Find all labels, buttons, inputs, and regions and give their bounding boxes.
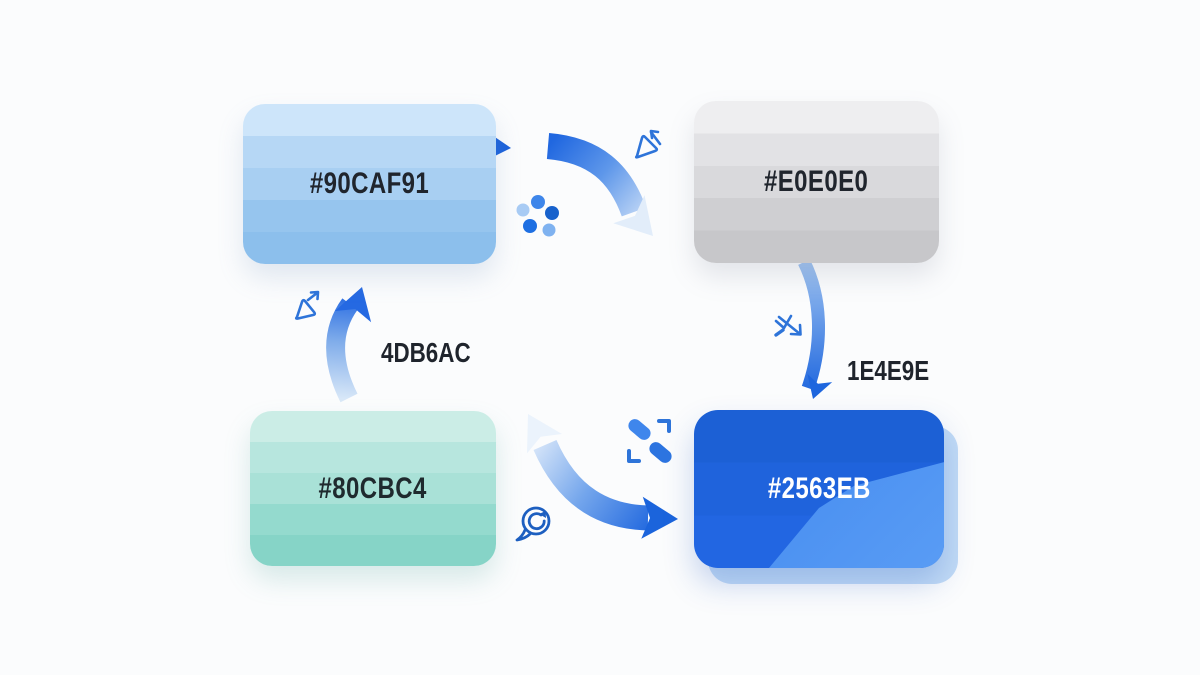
edge-label-right: 1E4E9E [847,355,930,386]
expand-pills-icon [627,419,672,463]
dots-cluster-icon [516,195,559,237]
edge-label-left: 4DB6AC [381,337,471,368]
arrow-left-up [326,287,372,403]
swatch-label: #90CAF91 [309,167,430,200]
arrow-right-down [798,259,833,399]
swatch-card-top-left: #90CAF91 [243,104,496,264]
image-swap-icon [634,129,662,159]
chat-sync-icon [515,506,551,542]
swatch-label: #2563EB [767,472,871,505]
swatch-label: #E0E0E0 [764,165,869,198]
arrow-bottom-double [526,414,678,539]
swap-arrow-icon [774,314,802,337]
image-export-icon [294,290,320,320]
swatch-card-top-right: #E0E0E0 [694,101,939,263]
swatch-card-bottom-left: #80CBC4 [250,411,496,566]
swatch-card-bottom-right: #2563EB [694,410,944,568]
swatch-label: #80CBC4 [318,471,428,505]
swatch-card-bottom-right-group: #2563EB [694,410,958,584]
